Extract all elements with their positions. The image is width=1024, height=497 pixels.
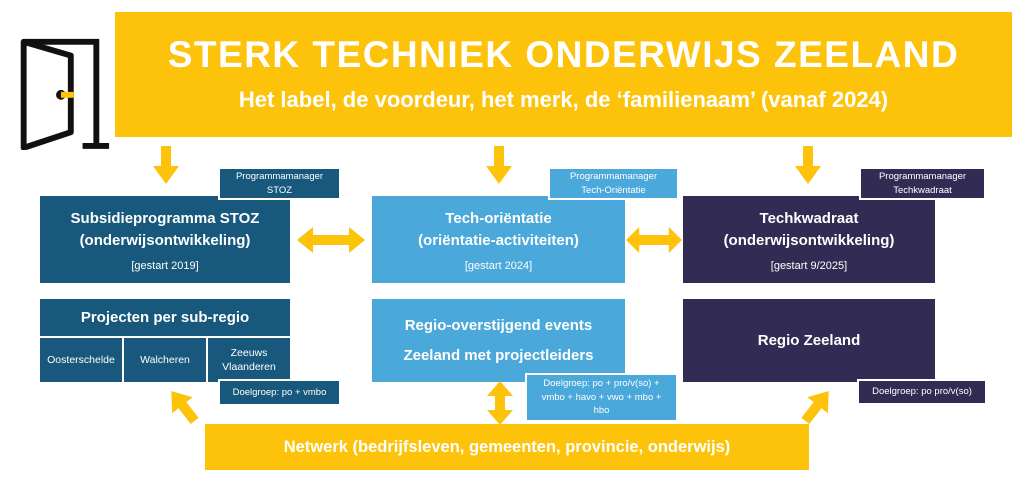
subregion-row: Oosterschelde Walcheren Zeeuws Vlaandere… [40,336,290,382]
doelgroep-tag-stoz: Doelgroep: po + vmbo [218,379,341,406]
program-box-tech-orientatie: Tech-oriëntatie (oriëntatie-activiteiten… [372,196,625,283]
open-door-icon [6,22,114,151]
program-started: [gestart 2019] [131,259,199,272]
banner-title: STERK TECHNIEK ONDERWIJS ZEELAND [167,34,960,76]
banner: STERK TECHNIEK ONDERWIJS ZEELAND Het lab… [115,12,1012,137]
secondary-box-regio-zeeland: Regio Zeeland [683,299,935,382]
program-title: Subsidieprogramma STOZ [70,209,260,227]
manager-tag-stoz: Programmamanager STOZ [218,167,341,200]
netwerk-label: Netwerk (bedrijfsleven, gemeenten, provi… [283,437,731,456]
doelgroep-tag-tech-orientatie: Doelgroep: po + pro/v(so) + vmbo + havo … [525,373,678,422]
program-box-techkwadraat: Techkwadraat (onderwijsontwikkeling) [ge… [683,196,935,283]
arrow-vertical-double-netwerk-icon [487,381,513,425]
arrow-down-tech-orientatie-icon [486,146,512,184]
arrow-up-right-netwerk-icon [793,381,841,432]
program-started: [gestart 9/2025] [770,259,848,272]
arrow-down-stoz-icon [153,146,179,184]
secondary-box-subregios: Projecten per sub-regio Oosterschelde Wa… [40,299,290,382]
secondary-title: Regio Zeeland [757,332,861,349]
secondary-title: Regio-overstijgend events Zeeland met pr… [403,316,594,364]
secondary-title: Projecten per sub-regio [80,309,250,326]
arrow-horizontal-tech-techkwadraat-icon [626,227,682,253]
program-subtitle: (onderwijsontwikkeling) [79,232,251,249]
manager-tag-tech-orientatie: Programmamanager Tech-Oriëntatie [548,167,679,200]
arrow-up-left-netwerk-icon [159,381,207,432]
subregion-zeeuws-vlaanderen: Zeeuws Vlaanderen [206,338,290,382]
program-started: [gestart 2024] [464,259,533,272]
subregion-walcheren: Walcheren [122,338,206,382]
arrow-horizontal-stoz-tech-icon [297,227,365,253]
arrow-down-techkwadraat-icon [795,146,821,184]
program-title: Tech-oriëntatie [445,209,552,227]
secondary-box-events: Regio-overstijgend events Zeeland met pr… [372,299,625,382]
program-box-stoz: Subsidieprogramma STOZ (onderwijsontwikk… [40,196,290,283]
program-subtitle: (oriëntatie-activiteiten) [418,232,579,249]
program-subtitle: (onderwijsontwikkeling) [723,232,895,249]
banner-subtitle: Het label, de voordeur, het merk, de ‘fa… [238,86,889,112]
manager-tag-techkwadraat: Programmamanager Techkwadraat [859,167,986,200]
netwerk-bar: Netwerk (bedrijfsleven, gemeenten, provi… [205,424,809,470]
program-title: Techkwadraat [759,209,859,227]
subregion-oosterschelde: Oosterschelde [47,353,115,366]
doelgroep-tag-techkwadraat: Doelgroep: po pro/v(so) [857,379,987,405]
